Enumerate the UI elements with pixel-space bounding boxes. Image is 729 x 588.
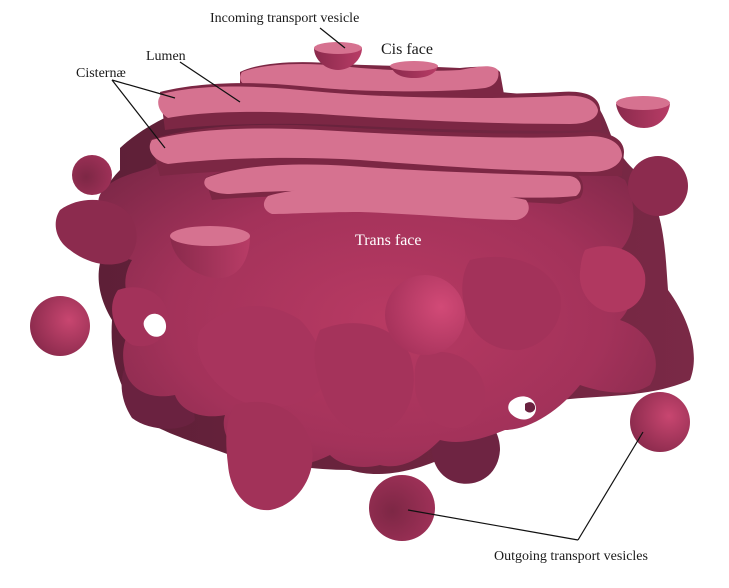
vesicle-outgoing-bottom xyxy=(369,475,435,541)
vesicle-incoming xyxy=(314,48,362,70)
leader-cisternae-1 xyxy=(111,79,176,99)
body-cup-vesicle xyxy=(170,226,250,279)
central-vesicle xyxy=(385,275,465,355)
vesicle-outgoing-right xyxy=(630,392,690,452)
free-vesicles xyxy=(30,42,690,541)
cisternae-stack xyxy=(149,62,624,220)
label-lumen: Lumen xyxy=(146,49,186,64)
label-outgoing: Outgoing transport vesicles xyxy=(494,549,648,564)
leader-cisternae-2 xyxy=(111,79,166,149)
leader-lines xyxy=(111,27,644,541)
leader-outgoing-1 xyxy=(407,509,579,541)
label-cis-face: Cis face xyxy=(381,41,433,58)
left-lobe xyxy=(55,199,169,347)
leader-lumen xyxy=(179,61,241,103)
label-incoming: Incoming transport vesicle xyxy=(210,11,359,26)
vesicle-right xyxy=(628,156,688,216)
front-lobes xyxy=(197,246,646,511)
leader-outgoing-2 xyxy=(577,431,644,541)
leader-incoming xyxy=(319,27,346,49)
vesicle-left xyxy=(30,296,90,356)
vesicle-upper-left xyxy=(72,155,112,195)
label-cisternae: Cisternæ xyxy=(76,66,126,81)
labels: Incoming transport vesicle Cis face Lume… xyxy=(76,11,648,564)
label-trans-face: Trans face xyxy=(355,232,422,249)
